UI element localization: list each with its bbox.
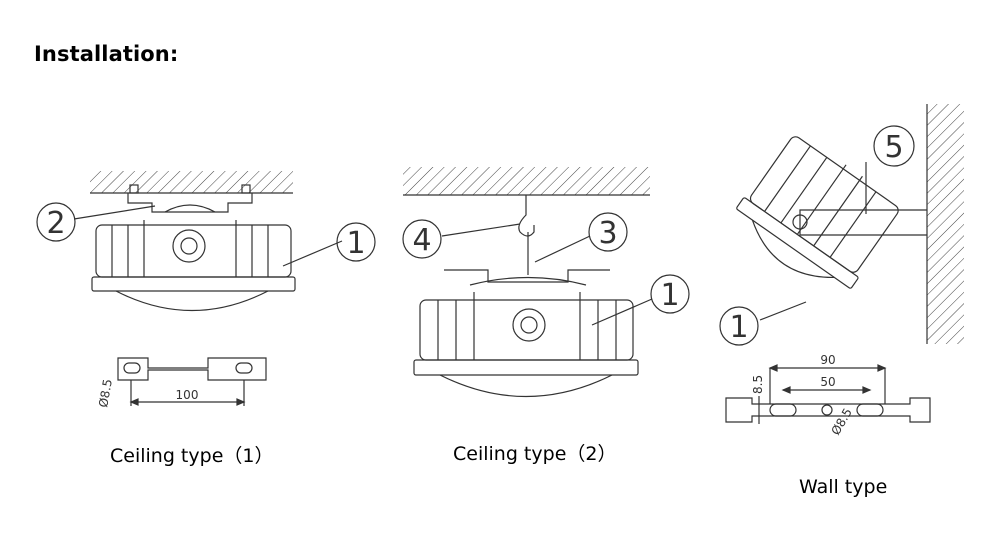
callout-circle-1 [719,306,759,346]
callout-circle-1 [336,222,376,262]
wall-bracket-detail [725,397,931,423]
callout-4-label: 4 [412,223,431,258]
callout-1-label: 1 [660,278,679,313]
callout-circle-2 [36,202,76,242]
caption-ceiling-type-2: Ceiling type（2） [453,443,617,465]
tilted-fixture [736,136,899,289]
page-title: Installation: [34,42,179,66]
dimension-100: 100 [176,388,199,402]
ceiling-type-2-diagram [402,167,690,398]
wall-type-diagram [719,104,964,424]
dimension-90: 90 [820,353,835,367]
callout-1-label: 1 [729,310,748,345]
callout-5-label: 5 [884,130,903,165]
ceiling-type-1-diagram [36,171,376,406]
callout-circle-5 [873,125,915,167]
callout-circle-3 [588,212,628,252]
callout-2-label: 2 [46,206,65,241]
wall-hatch [927,104,964,344]
ceiling-bracket-detail [117,357,267,381]
callout-circle-4 [402,219,442,259]
callout-circle-1 [650,274,690,314]
dimension-hole-1: Ø8.5 [96,378,115,409]
dimension-50: 50 [820,375,835,389]
wall-arm [799,209,927,236]
caption-ceiling-type-1: Ceiling type（1） [110,445,274,467]
heat-sink-body [95,224,292,278]
hook [518,195,535,237]
dimension-8-5: 8.5 [751,375,765,394]
lens [115,290,269,311]
cable-gland [172,229,206,263]
ceiling-hatch [403,167,650,195]
suspension-bracket [444,269,610,283]
ceiling-hatch [90,171,293,193]
caption-wall-type: Wall type [799,476,888,498]
mount-bracket [127,193,253,213]
lens [439,374,613,398]
callout-1-label: 1 [346,226,365,261]
callout-3-label: 3 [598,216,617,251]
cable-gland [512,308,546,342]
